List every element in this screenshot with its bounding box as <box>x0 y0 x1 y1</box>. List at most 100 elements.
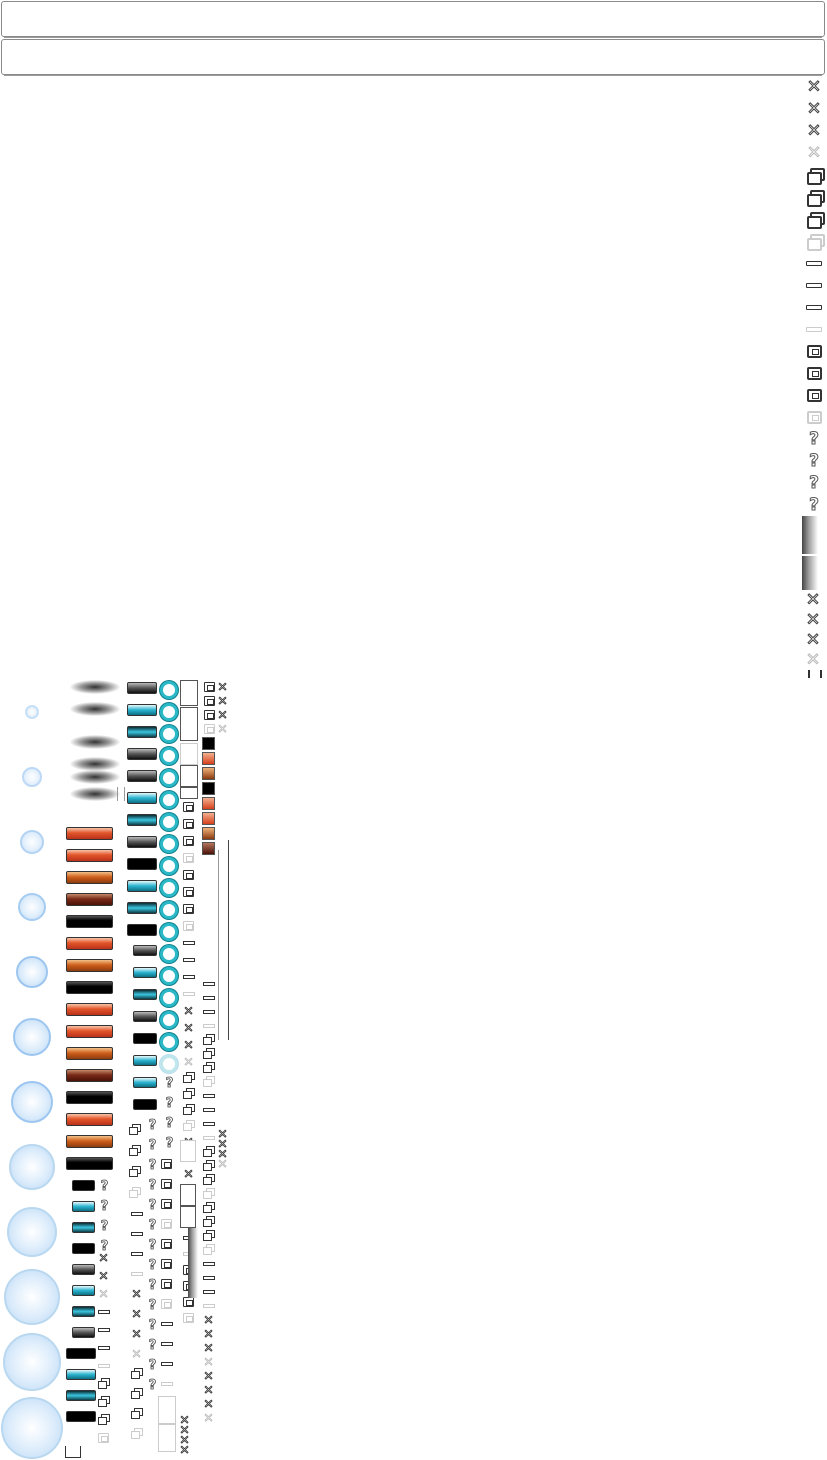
restore-icon-glyph <box>202 1146 215 1157</box>
minimize-icon <box>182 988 195 999</box>
restore-icon <box>128 1187 141 1198</box>
maximize-icon-glyph <box>161 1198 172 1209</box>
bar-red-2 <box>66 849 113 862</box>
help-icon-glyph: ? <box>100 1239 109 1254</box>
minimize-icon <box>97 1306 110 1317</box>
swatch-6 <box>202 812 215 825</box>
minimize-icon-glyph <box>202 1093 215 1098</box>
help-icon: ? <box>146 1198 159 1213</box>
minimize-icon <box>202 992 215 1003</box>
close-icon-glyph: ✕ <box>179 1432 190 1447</box>
maximize-icon-glyph <box>161 1238 172 1249</box>
restore-icon <box>202 1244 215 1255</box>
minimize-icon-glyph <box>202 1009 215 1014</box>
small-bar-c-2 <box>72 1201 95 1212</box>
ring-17 <box>160 1033 178 1051</box>
ring-10 <box>160 879 178 897</box>
restore-icon <box>128 1166 141 1177</box>
restore-icon <box>130 1408 143 1419</box>
close-icon-glyph: ✕ <box>806 98 822 119</box>
panel-7 <box>180 1184 196 1206</box>
close-icon-glyph: ✕ <box>183 1166 194 1181</box>
panel-8 <box>180 1206 196 1228</box>
close-icon-glyph: ✕ <box>805 609 821 630</box>
close-icon-glyph: ✕ <box>203 1326 214 1341</box>
small-bar-1 <box>127 682 157 694</box>
restore-icon-glyph <box>202 1076 215 1087</box>
help-icon: ? <box>146 1259 159 1273</box>
minimize-icon <box>182 937 195 948</box>
close-icon-glyph: ✕ <box>131 1346 142 1361</box>
minimize-icon-glyph <box>202 1107 215 1112</box>
shadow-bar-1 <box>70 680 120 694</box>
minimize-icon-glyph <box>182 940 195 945</box>
close-icon-glyph: ✕ <box>806 120 822 141</box>
close-icon: ✕ <box>202 1326 215 1341</box>
maximize-icon <box>203 709 216 720</box>
minimize-icon-glyph <box>160 1341 173 1346</box>
help-icon-glyph: ? <box>100 1179 109 1194</box>
restore-icon-glyph <box>182 1072 195 1083</box>
minimize-icon <box>130 1228 143 1239</box>
restore-icon-glyph <box>128 1187 141 1198</box>
close-icon: ✕ <box>216 707 229 722</box>
maximize-icon-glyph <box>161 1218 172 1229</box>
maximize-icon <box>97 1432 110 1443</box>
ring-13 <box>160 945 178 963</box>
panel-9 <box>158 1396 176 1424</box>
close-icon-glyph: ✕ <box>217 721 228 736</box>
close-icon-glyph: ✕ <box>203 1368 214 1383</box>
restore-icon-glyph <box>806 190 825 207</box>
bar-black-5 <box>66 915 113 928</box>
restore-icon <box>128 1145 141 1156</box>
maximize-icon <box>160 1238 173 1249</box>
small-bar-b-8 <box>133 1099 157 1110</box>
bar-orange-3 <box>66 871 113 884</box>
close-icon: ✕ <box>182 1166 195 1181</box>
small-bar-b-1 <box>133 945 157 956</box>
swatch-7 <box>202 827 215 840</box>
ring-15 <box>160 989 178 1007</box>
restore-icon-glyph <box>202 1034 215 1045</box>
close-icon: ✕ <box>805 122 823 140</box>
restore-icon-glyph <box>97 1378 110 1389</box>
close-icon-glyph: ✕ <box>217 1126 228 1141</box>
swatch-1 <box>202 737 215 750</box>
help-icon-glyph: ? <box>148 1198 157 1213</box>
maximize-icon-glyph <box>806 388 822 402</box>
gradient-strip-small <box>188 1228 198 1268</box>
close-icon: ✕ <box>178 1423 191 1436</box>
restore-icon <box>202 1202 215 1213</box>
maximize-icon <box>203 681 216 692</box>
minimize-icon <box>805 276 823 294</box>
restore-icon-glyph <box>128 1166 141 1177</box>
bar-red-14 <box>66 1113 113 1126</box>
maximize-icon <box>805 364 823 382</box>
close-icon-glyph: ✕ <box>806 76 822 97</box>
small-bar-b-5 <box>133 1033 157 1044</box>
restore-icon-glyph <box>202 1216 215 1227</box>
help-icon-glyph: ? <box>809 472 820 493</box>
panel-2 <box>180 707 198 741</box>
orb-12 <box>1 1397 63 1459</box>
close-icon-glyph: ✕ <box>183 1003 194 1018</box>
close-icon-glyph: ✕ <box>805 589 821 610</box>
orb-11 <box>3 1333 61 1391</box>
bar-black-16 <box>66 1157 113 1170</box>
restore-icon <box>130 1368 143 1379</box>
swatch-8 <box>202 842 215 855</box>
small-bar-3 <box>127 726 157 738</box>
panel-3 <box>180 743 198 765</box>
bar-maroon-4 <box>66 893 113 906</box>
help-icon-glyph: ? <box>148 1378 157 1393</box>
divider-line-2 <box>218 850 219 1040</box>
minimize-icon-glyph <box>202 1261 215 1266</box>
close-icon-glyph: ✕ <box>217 707 228 722</box>
help-icon: ? <box>146 1219 159 1233</box>
orb-5 <box>16 956 48 988</box>
close-icon-glyph: ✕ <box>203 1340 214 1355</box>
close-icon: ✕ <box>216 1147 229 1160</box>
maximize-icon-glyph <box>183 903 194 914</box>
help-icon-glyph: ? <box>148 1238 157 1253</box>
orb-8 <box>9 1144 55 1190</box>
